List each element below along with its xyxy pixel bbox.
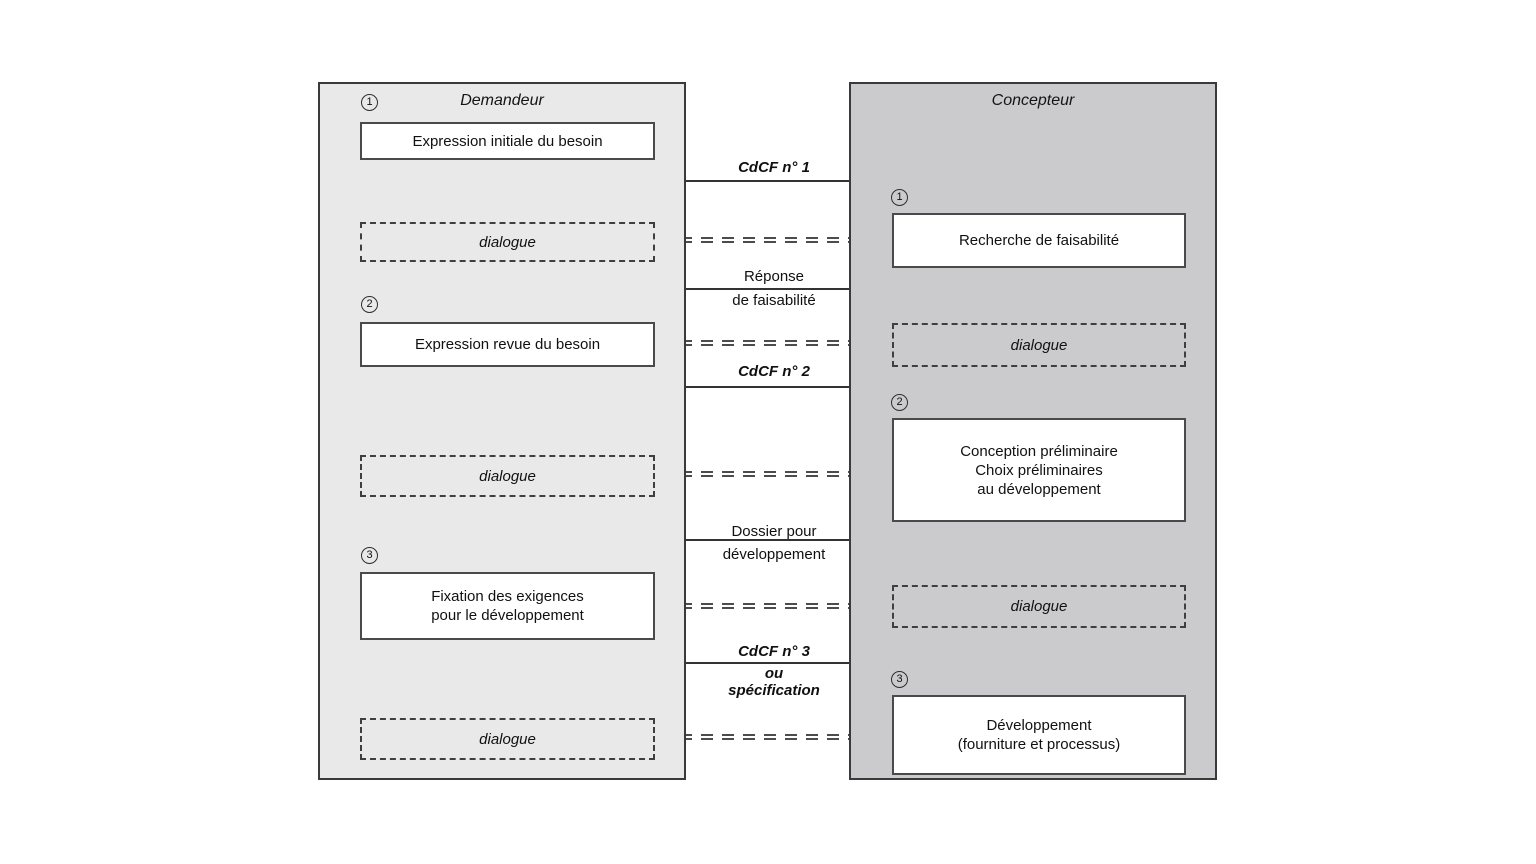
box-recherche-faisabilite: Recherche de faisabilité <box>892 213 1186 268</box>
panel-demandeur: Demandeur <box>318 82 686 780</box>
panel-demandeur-title: Demandeur <box>460 92 544 109</box>
dialogue-box-demandeur-1: dialogue <box>360 222 655 262</box>
step1-badge-demandeur: 1 <box>361 94 378 111</box>
label-cdcf1: CdCF n° 1 <box>738 159 810 176</box>
dialogue-box-concepteur-1: dialogue <box>892 323 1186 367</box>
box-expression-initiale: Expression initiale du besoin <box>360 122 655 160</box>
label-reponse-line1: Réponse <box>743 268 805 285</box>
label-cdcf3-specification: spécification <box>728 682 820 699</box>
step2-badge-demandeur: 2 <box>361 296 378 313</box>
dialogue-box-demandeur-2: dialogue <box>360 455 655 497</box>
panel-concepteur-title: Concepteur <box>991 92 1075 109</box>
dialogue-box-demandeur-3: dialogue <box>360 718 655 760</box>
label-cdcf2: CdCF n° 2 <box>738 363 810 380</box>
label-reponse-line2: de faisabilité <box>732 292 816 309</box>
label-cdcf3: CdCF n° 3 <box>738 643 810 660</box>
dialogue-box-concepteur-2: dialogue <box>892 585 1186 628</box>
label-dossier-line2: développement <box>722 546 826 563</box>
label-cdcf3-ou: ou <box>764 665 784 682</box>
step2-badge-concepteur: 2 <box>891 394 908 411</box>
step1-badge-concepteur: 1 <box>891 189 908 206</box>
step3-badge-concepteur: 3 <box>891 671 908 688</box>
box-expression-revue: Expression revue du besoin <box>360 322 655 367</box>
box-developpement: Développement (fourniture et processus) <box>892 695 1186 775</box>
box-fixation-exigences: Fixation des exigences pour le développe… <box>360 572 655 640</box>
box-conception-preliminaire: Conception préliminaire Choix préliminai… <box>892 418 1186 522</box>
step3-badge-demandeur: 3 <box>361 547 378 564</box>
label-dossier-line1: Dossier pour <box>731 523 817 540</box>
